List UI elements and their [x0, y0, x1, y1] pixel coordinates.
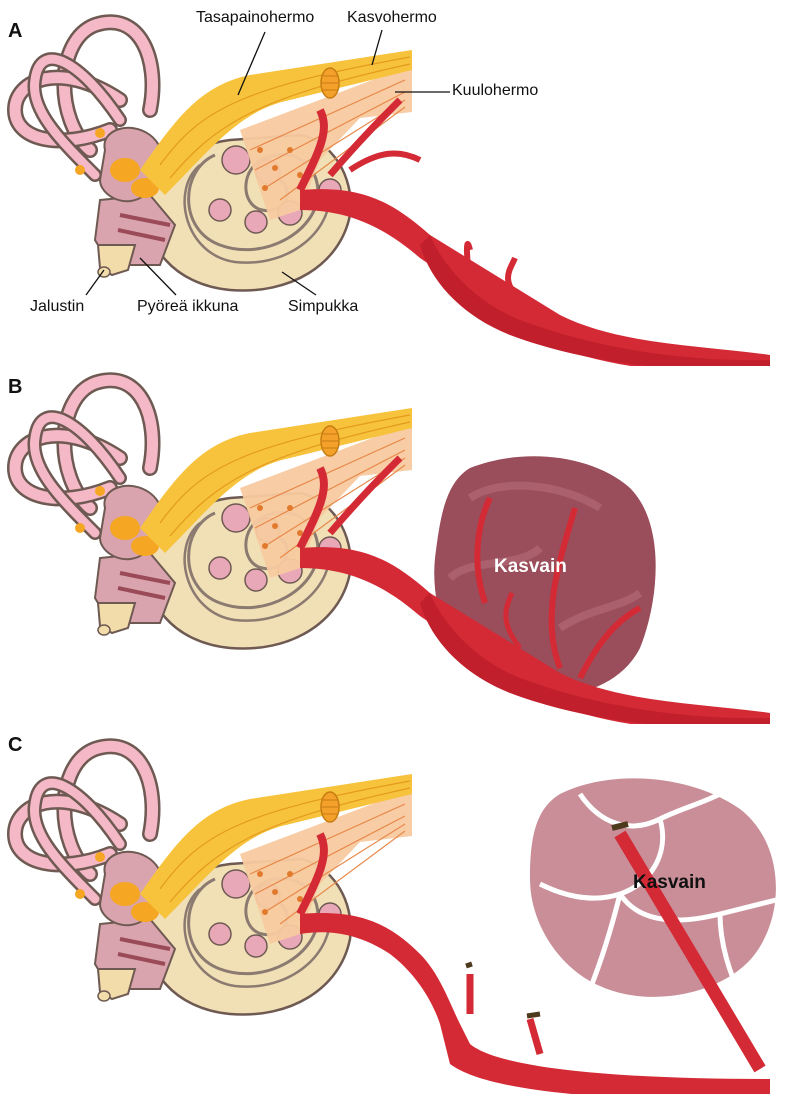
label-stapes: Jalustin — [30, 298, 84, 316]
label-facial-nerve: Kasvohermo — [347, 9, 437, 27]
label-vestibular-nerve: Tasapainohermo — [196, 9, 314, 27]
panel-letter-c: C — [8, 734, 22, 757]
blood-vessel — [300, 100, 770, 366]
panel-b: B Kasvain — [0, 358, 797, 724]
label-cochlea: Simpukka — [288, 298, 358, 316]
panel-a: A Tasapainohermo Kasvohermo Kuulohermo J… — [0, 0, 797, 366]
panel-b-illustration — [0, 358, 797, 724]
panel-letter-a: A — [8, 20, 22, 43]
panel-letter-b: B — [8, 376, 22, 399]
inner-ear-anatomy — [15, 22, 412, 290]
tumor-label-b: Kasvain — [494, 556, 567, 578]
tumor-label-c: Kasvain — [633, 872, 706, 894]
label-cochlear-nerve: Kuulohermo — [452, 82, 538, 100]
panel-c-illustration — [0, 724, 797, 1094]
panel-c: C Kasvain — [0, 724, 797, 1090]
panel-a-illustration — [0, 0, 797, 366]
inner-ear-anatomy — [15, 380, 412, 648]
label-round-window: Pyöreä ikkuna — [137, 298, 238, 316]
inner-ear-anatomy — [15, 746, 412, 1014]
